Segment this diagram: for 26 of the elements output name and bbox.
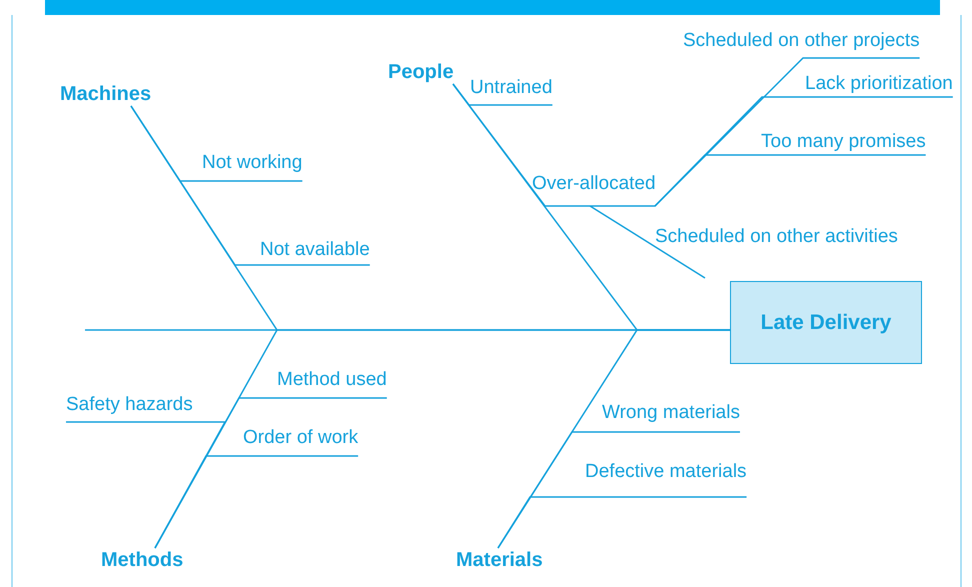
cause-label: Defective materials — [585, 460, 747, 497]
bone-line — [452, 84, 656, 207]
cause-label: Too many promises — [761, 130, 926, 155]
cause-label: Not working — [202, 151, 302, 181]
cause-label: Scheduled on other projects — [683, 29, 920, 58]
cause-label: Not available — [260, 238, 370, 265]
category-label: People — [388, 60, 454, 84]
cause-label: Over-allocated — [532, 172, 656, 206]
effect-label: Late Delivery — [760, 310, 892, 334]
effect-box — [730, 281, 922, 364]
cause-label: Wrong materials — [602, 401, 740, 432]
cause-label: Method used — [277, 368, 387, 398]
bone-line — [154, 455, 358, 548]
category-label: Machines — [60, 82, 152, 106]
bone-line — [590, 205, 706, 279]
bone-line — [654, 154, 926, 207]
category-label: Methods — [101, 548, 184, 572]
cause-label: Order of work — [243, 426, 358, 456]
cause-label: Lack prioritization — [805, 72, 953, 97]
cause-label: Scheduled on other activities — [655, 225, 898, 278]
bone-line — [497, 496, 747, 548]
cause-label: Safety hazards — [66, 393, 193, 422]
bone-line — [130, 106, 370, 266]
cause-label: Untrained — [470, 76, 552, 105]
category-label: Materials — [456, 548, 543, 572]
bone-line — [452, 84, 552, 106]
